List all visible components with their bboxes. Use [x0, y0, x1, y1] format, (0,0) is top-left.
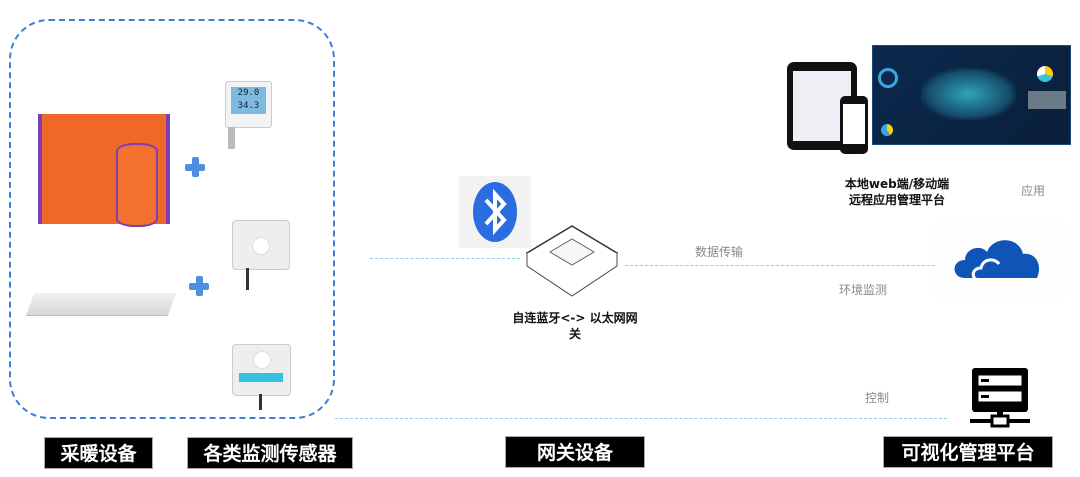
gas-sensor-image [232, 220, 290, 270]
gateway-caption: 自连蓝牙<-> 以太网网 关 [490, 310, 660, 342]
section-label-heating: 采暖设备 [44, 437, 153, 469]
humidity-readout: 34.3 [237, 101, 260, 111]
data-transfer-label: 数据传输 [695, 245, 744, 259]
heating-film-roll-image [116, 143, 158, 227]
co2-sensor-image [232, 344, 291, 396]
platform-caption-line2: 远程应用管理平台 [848, 193, 945, 207]
plus-icon [185, 157, 205, 177]
heating-pad-image [25, 293, 177, 316]
application-label: 应用 [1021, 184, 1046, 198]
gateway-to-cloud-line [625, 265, 955, 266]
platform-caption-line1: 本地web端/移动端 [844, 177, 950, 191]
bluetooth-icon [459, 176, 531, 248]
plus-icon [189, 276, 209, 296]
sensor-probe [228, 127, 235, 149]
temp-humidity-sensor-image: 29.0 34.3 [225, 81, 272, 128]
section-label-gateway: 网关设备 [505, 436, 645, 468]
device-group-box [9, 19, 335, 419]
env-monitor-label: 环境监测 [839, 283, 888, 297]
section-label-platform: 可视化管理平台 [883, 436, 1053, 468]
control-label: 控制 [865, 391, 890, 405]
gateway-caption-line2: 关 [568, 327, 581, 341]
gateway-caption-line1: 自连蓝牙<-> 以太网网 [512, 311, 638, 325]
phone-image [840, 96, 868, 154]
sensor-cable [246, 268, 249, 290]
section-label-sensors: 各类监测传感器 [187, 437, 353, 469]
sensor-to-gateway-line [370, 258, 520, 259]
server-icon [968, 366, 1032, 428]
platform-caption: 本地web端/移动端 远程应用管理平台 [822, 176, 972, 208]
dashboard-screenshot-image [872, 45, 1071, 145]
sensor-cable [259, 394, 262, 410]
control-line [335, 418, 947, 419]
cloud-icon [935, 222, 1065, 298]
temp-readout: 29.0 [237, 88, 260, 98]
gateway-device-image [522, 218, 622, 298]
